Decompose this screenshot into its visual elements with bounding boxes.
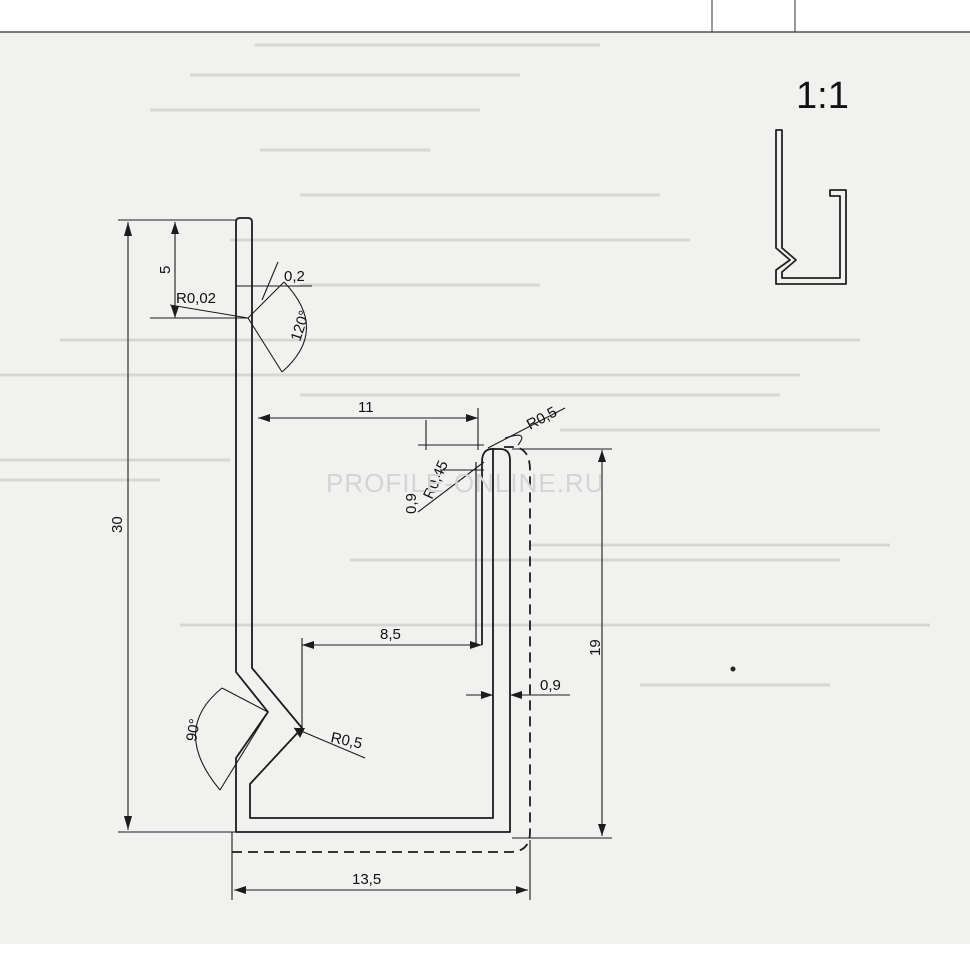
dim-lip-thickness: 0,2 [284, 268, 305, 285]
dim-wall-thickness: 0,9 [540, 677, 561, 694]
outer-contour-dashed [232, 446, 531, 853]
dimension-arrows [124, 222, 606, 894]
top-strip [0, 0, 970, 32]
profile-thumbnail [775, 129, 847, 285]
background-text [0, 43, 930, 687]
dim-inner-width: 11 [358, 399, 374, 416]
dimension-lines [118, 219, 612, 900]
angle-top-label: 120° [288, 308, 314, 343]
dim-total-height: 30 [109, 516, 126, 533]
dim-pocket-width: 8,5 [380, 626, 401, 643]
drawing-sheet [0, 32, 970, 944]
dim-flange-thickness: 0,9 [403, 493, 420, 514]
radius-tip-label: R0,02 [176, 290, 216, 307]
stray-dot [730, 666, 736, 672]
angle-lower-label: 90° [183, 717, 204, 742]
radius-notch-label: R0,5 [329, 729, 364, 752]
watermark: PROFILE-ONLINE.RU [326, 468, 605, 498]
dim-bottom-width: 13,5 [352, 871, 381, 888]
dim-right-height: 19 [587, 639, 604, 656]
scale-label: 1:1 [796, 75, 849, 117]
dim-top-offset: 5 [157, 266, 174, 274]
radius-top-right-label: R0,5 [524, 404, 560, 434]
profile-outline [235, 217, 511, 833]
